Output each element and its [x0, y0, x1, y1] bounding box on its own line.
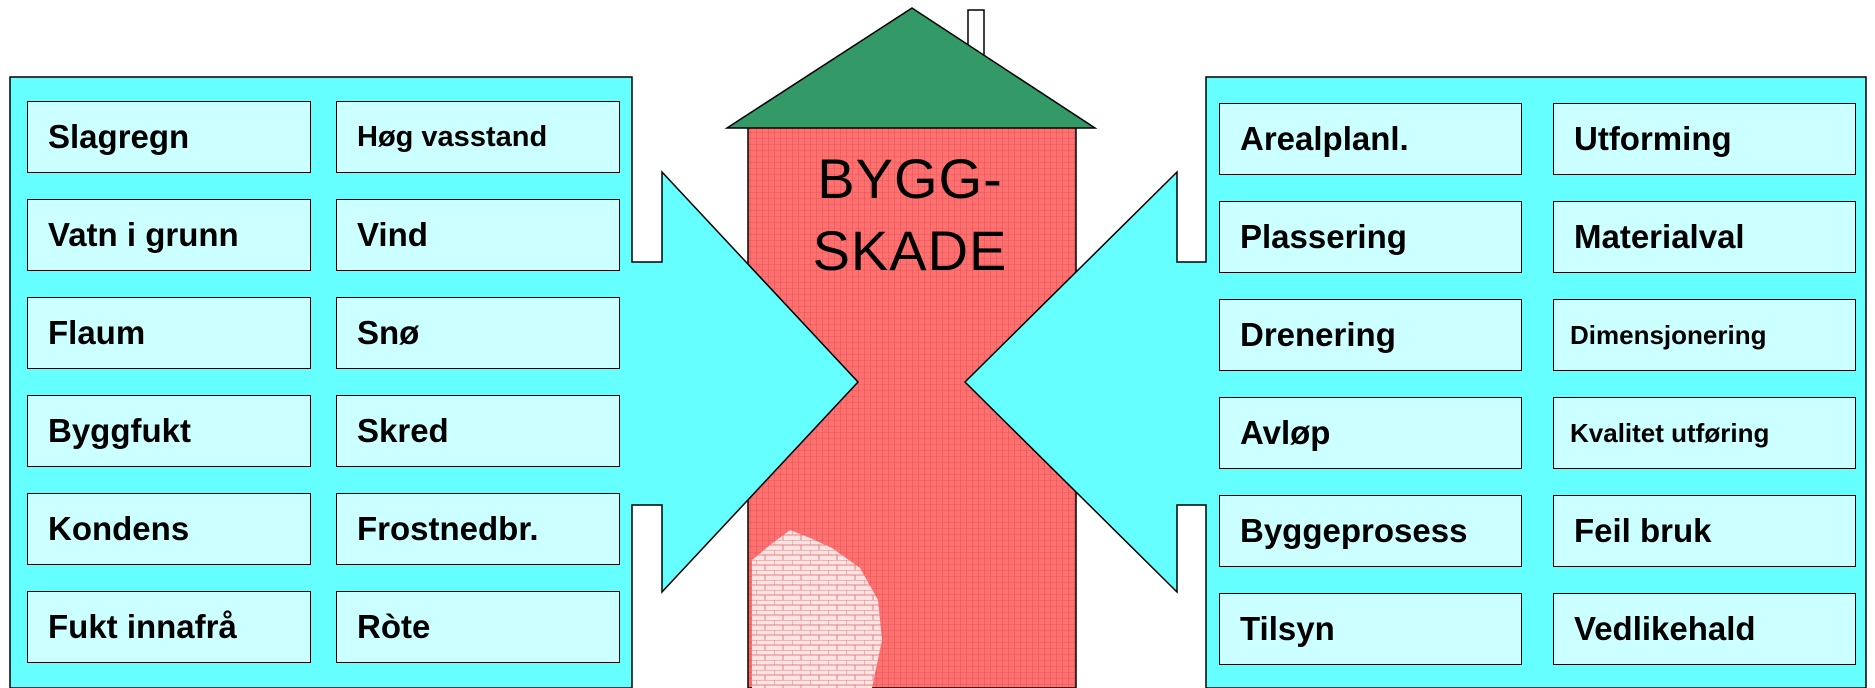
left-box-skred: Skred [336, 395, 620, 467]
left-box-rote: Ròte [336, 591, 620, 663]
left-box-hog-vasstand: Høg vasstand [336, 101, 620, 173]
right-box-utforming: Utforming [1553, 103, 1856, 175]
left-box-kondens: Kondens [27, 493, 311, 565]
brick-patch [752, 530, 882, 688]
roof [724, 7, 1098, 129]
right-box-avlop: Avløp [1219, 397, 1522, 469]
right-box-feil-bruk: Feil bruk [1553, 495, 1856, 567]
right-box-plassering: Plassering [1219, 201, 1522, 273]
right-box-kvalitet-utforing: Kvalitet utføring [1553, 397, 1856, 469]
right-box-byggeprosess: Byggeprosess [1219, 495, 1522, 567]
left-box-vind: Vind [336, 199, 620, 271]
left-box-frostnedbr: Frostnedbr. [336, 493, 620, 565]
house-label: BYGG- SKADE [770, 143, 1050, 287]
right-box-materialval: Materialval [1553, 201, 1856, 273]
right-box-arealplanl: Arealplanl. [1219, 103, 1522, 175]
right-box-drenering: Drenering [1219, 299, 1522, 371]
right-box-vedlikehald: Vedlikehald [1553, 593, 1856, 665]
left-box-fukt-innafra: Fukt innafrå [27, 591, 311, 663]
left-box-sno: Snø [336, 297, 620, 369]
left-box-byggfukt: Byggfukt [27, 395, 311, 467]
left-box-slagregn: Slagregn [27, 101, 311, 173]
house-label-line1: BYGG- [817, 147, 1003, 210]
right-box-tilsyn: Tilsyn [1219, 593, 1522, 665]
left-box-flaum: Flaum [27, 297, 311, 369]
house-label-line2: SKADE [812, 219, 1008, 282]
right-box-dimensjonering: Dimensjonering [1553, 299, 1856, 371]
left-box-vatn-i-grunn: Vatn i grunn [27, 199, 311, 271]
